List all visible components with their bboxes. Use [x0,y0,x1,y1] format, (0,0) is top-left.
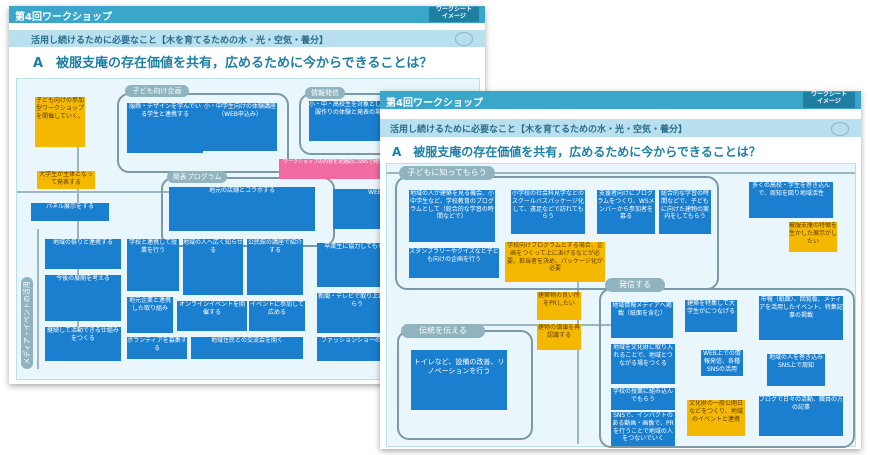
front-subtitle: 活用し続けるために必要なこと【木を育てるための水・光・空気・養分】 [390,125,688,135]
back-sticky-note: オンラインイベントを開催する [177,301,247,331]
back-connector [37,229,39,369]
back-sticky-note: 服飾・デザインを学んでいる学生と連携する [127,103,203,153]
back-group-label: 発表プログラム [167,171,227,183]
front-gear-icon [831,122,849,136]
back-sticky-note: パネル展示をする [31,203,109,221]
front-sticky-note: 多くの高校・学生を巻き込んで、周知を図り地域活性 [749,182,833,218]
back-group-label: 情報発信 [305,87,345,99]
front-sticky-note: 建物の価値を再認識する [537,324,581,350]
back-group-label: メディア・イベントの活用 [21,277,33,369]
back-question: A 被服支庵の存在価値を共有，広めるために今からできることは？ [33,56,433,71]
back-sticky-note: 地元企業と連携した取り組み [127,297,173,333]
front-group-publish [599,288,855,448]
back-sticky-note: 今後の展開を考える [45,275,121,321]
front-sticky-note: 地域の人を巻き込みSNS上で周知 [767,354,825,386]
back-header: 第4回ワークショップ ワークシート イメージ [9,6,485,23]
back-sticky-note: 継続して活動できる仕組みをつくる [45,327,121,361]
back-sticky-note: 地域住民との交流会を開く [191,337,303,359]
back-connector [17,191,287,193]
front-question: A 被服支庵の存在価値を共有，広めるために今からできることは？ [392,145,761,159]
back-sticky-note: イベントに参加して広める [249,301,305,331]
front-sticky-note: WEB上での情報発信、各種SNSの活用 [701,350,743,376]
front-sticky-note: 文化財の一般公開日などをつくり、地域のイベントと連携 [687,400,745,436]
back-worksheet-tag: ワークシート イメージ [429,6,479,22]
front-sticky-note: SNSで、インパクトのある動画・画像で、PRを行うことで地域の人をつないでいく [611,412,675,446]
back-sticky-note: 地域の祭りと連携する [45,239,121,269]
front-worksheet-tag-text: ワークシート イメージ [810,91,847,105]
front-sticky-note: スタンプラリーやクイズなど子ども向けの企画を行う [409,248,499,278]
front-sticky-note: 学校の授業に組み込んでもらう [611,388,675,410]
back-sticky-note: 小・中学生向けの体験講座（WEB申込み） [203,103,277,151]
back-sticky-note: 学校と連携して授業を行う [127,239,179,291]
back-connector [77,109,79,359]
front-sticky-note: 被服支庵の特徴を生かした展示がしたい [789,222,837,252]
back-subtitle-bar: 活用し続けるために必要なこと【木を育てるための水・光・空気・養分】 [9,30,485,47]
back-sticky-note: 子ども向けの参加型ワークショップを開催していく。 [35,97,85,147]
front-sticky-note: 支援者向けにプログラムをつくり、WSメンバーから参加者を募る [597,190,655,234]
front-subtitle-bar: 活用し続けるために必要なこと【木を育てるための水・光・空気・養分】 [380,119,861,137]
front-group-label: 発信する [605,278,665,292]
front-sticky-note: 建築物の良い所をPRしたい [537,292,581,320]
back-sticky-note: ボランティアを募集する [127,337,187,359]
front-sticky-note: ブログで日々の活動、職員の方の記事 [759,396,843,436]
back-gear-icon [455,32,473,46]
front-sticky-note: トイレなど、設備の改善、リノベーションを行う [411,350,507,410]
front-group-label: 伝統を伝える [401,324,485,338]
front-board: 子どもに知ってもらう 発信する 伝統を伝える 地域の人が建築を見る機会、小中学生… [386,163,856,448]
back-sticky-note: 公民館の講座で紹介する [247,239,303,295]
front-worksheet-tag: ワークシート イメージ [803,91,855,108]
back-subtitle: 活用し続けるために必要なこと【木を育てるための水・光・空気・養分】 [31,36,329,46]
front-connector [577,264,579,444]
back-sticky-note: 小・中・高校生を対象とした服作りの体験と発表の場 [309,101,387,141]
front-header: 第4回ワークショップ ワークシート イメージ [380,91,861,109]
front-sticky-note: 建築を特集して大学生がにつなげる [685,300,737,332]
front-sticky-note: 学校向けプログラムとする場合、企画をつくって上にあげるなどが必要。担当者を決め、… [505,242,605,282]
back-sticky-note: ワークショップの内容を定期的にSNSで発信する [279,159,397,179]
front-group-kids [395,176,719,290]
front-sticky-note: 総合的な学習の時間などで、子どもに向けた建物の案内をしてもらう [659,190,711,234]
back-group-label: 子ども向け企画 [125,85,189,97]
front-sticky-note: 地域を文化財に取り入れることで、地域とつながる場をつくる [611,344,675,384]
back-sticky-note: 地域の人へ広く知らせる [183,239,243,295]
back-slide: 第4回ワークショップ ワークシート イメージ 活用し続けるために必要なこと【木を… [9,6,485,384]
back-worksheet-tag-text: ワークシート イメージ [435,6,472,20]
front-group-label: 子どもに知ってもらう [399,166,495,180]
back-sticky-note: 大学生が主体となって発表する [37,171,95,189]
front-sticky-note: 小学校の社会科見学などのスクールバスパッケージ化して、遠足などで訪れてもらう [511,190,585,234]
front-slide: 第4回ワークショップ ワークシート イメージ 活用し続けるために必要なこと【木を… [380,91,861,449]
front-sticky-note: 地域情報メディアへ掲載（紙面を含む） [611,302,673,338]
front-sticky-note: 地域の人が建築を見る機会、小中学生など、学校教育のプログラムとして（総合的な学習… [409,190,495,242]
back-sticky-note: 地元の店舗とコラボする [169,187,315,231]
front-sticky-note: 市報（紙面）、回覧板、メディアを活用したイベント、特集記事の掲載 [759,296,843,340]
back-header-title: 第4回ワークショップ [15,12,112,23]
front-connector [387,172,855,174]
front-header-title: 第4回ワークショップ [386,98,483,109]
